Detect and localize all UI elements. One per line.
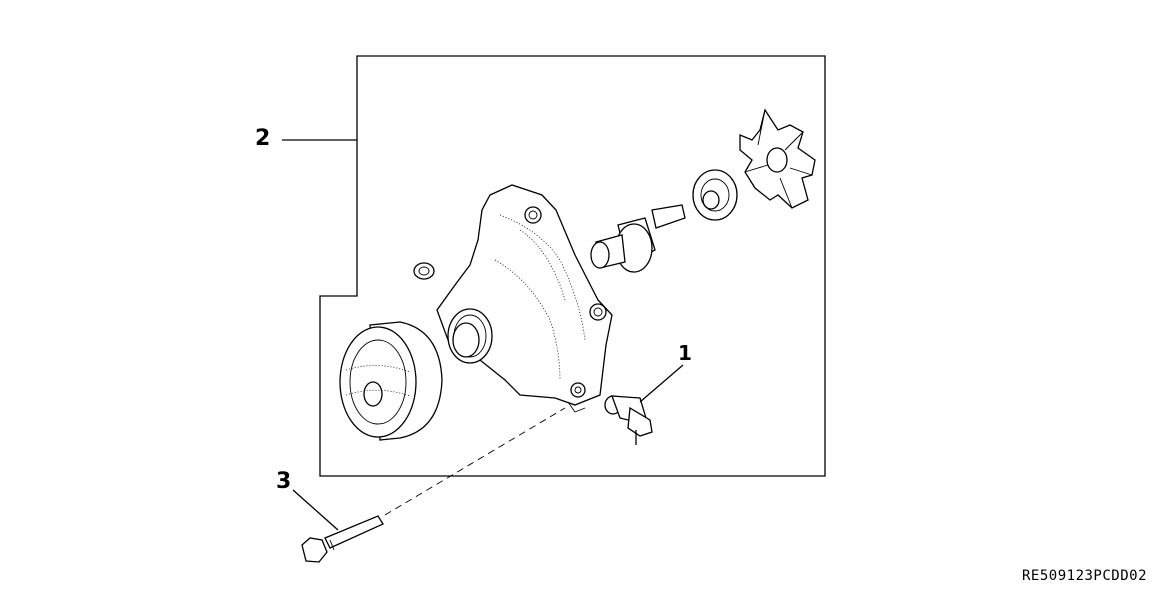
impeller — [739, 108, 816, 209]
callout-2: 2 — [255, 126, 271, 151]
pulley — [339, 321, 443, 441]
drawing-reference-code: RE509123PCDD02 — [1022, 568, 1148, 584]
leader-line-3 — [292, 489, 339, 531]
assembly-path-dashed — [384, 407, 566, 516]
bearing-shaft — [590, 204, 686, 273]
leader-line-1 — [639, 364, 684, 403]
callout-1: 1 — [678, 341, 692, 365]
seal — [692, 169, 738, 221]
retaining-ring — [413, 262, 435, 280]
assembly-frame — [319, 55, 826, 477]
callout-3: 3 — [276, 469, 292, 494]
pump-housing — [436, 184, 613, 413]
temperature-sensor — [604, 395, 653, 445]
cap-screw — [301, 515, 384, 563]
